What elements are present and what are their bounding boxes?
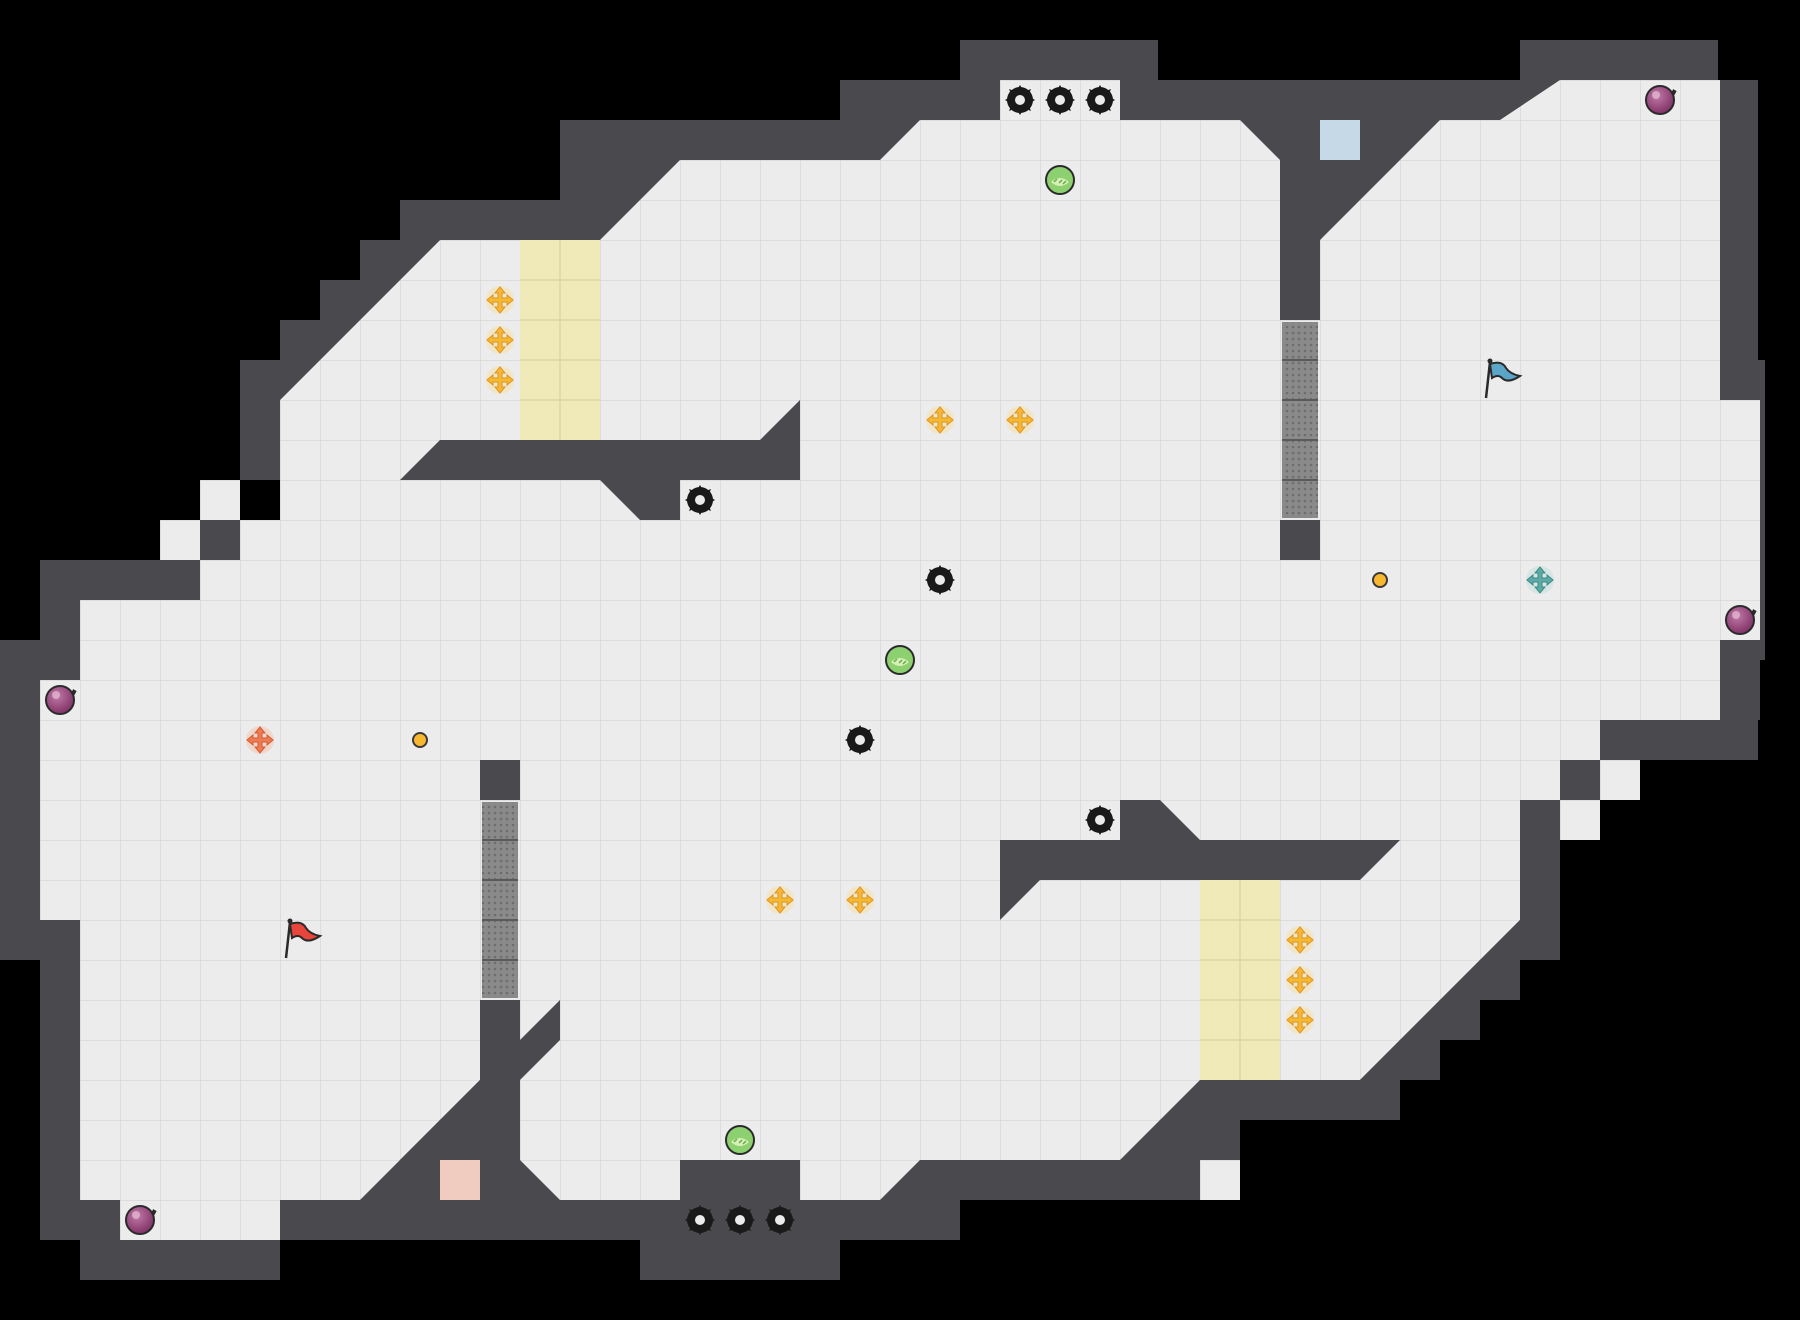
boost: [1005, 405, 1035, 435]
powerup: [1045, 165, 1075, 195]
boost: [485, 325, 515, 355]
speed-pad-bottom: [1200, 880, 1280, 1080]
boost: [485, 365, 515, 395]
spike: [765, 1205, 795, 1235]
button: [412, 732, 428, 748]
spike: [1045, 85, 1075, 115]
boost: [845, 885, 875, 915]
spike: [1005, 85, 1035, 115]
team-boost-red: [246, 726, 274, 754]
gate-top: [1282, 322, 1318, 518]
powerup: [885, 645, 915, 675]
boost: [1285, 965, 1315, 995]
interior-walls: [360, 120, 1440, 1200]
speed-pad-top: [520, 240, 600, 440]
boost: [485, 285, 515, 315]
boost: [1285, 925, 1315, 955]
boost: [765, 885, 795, 915]
flag-red-icon: [284, 917, 323, 960]
team-tile-red: [440, 1160, 480, 1200]
spike: [925, 565, 955, 595]
spike: [685, 1205, 715, 1235]
spike: [1085, 805, 1115, 835]
boost: [925, 405, 955, 435]
team-boost-blue: [1526, 566, 1554, 594]
spike: [845, 725, 875, 755]
spike: [725, 1205, 755, 1235]
diagonal-borders: [280, 240, 1520, 1080]
boost: [1285, 1005, 1315, 1035]
gate-bottom: [482, 802, 518, 998]
team-tile-blue: [1320, 120, 1360, 160]
button: [1372, 572, 1388, 588]
spike: [685, 485, 715, 515]
spike: [1085, 85, 1115, 115]
flag-blue-icon: [1484, 357, 1523, 400]
powerup: [725, 1125, 755, 1155]
